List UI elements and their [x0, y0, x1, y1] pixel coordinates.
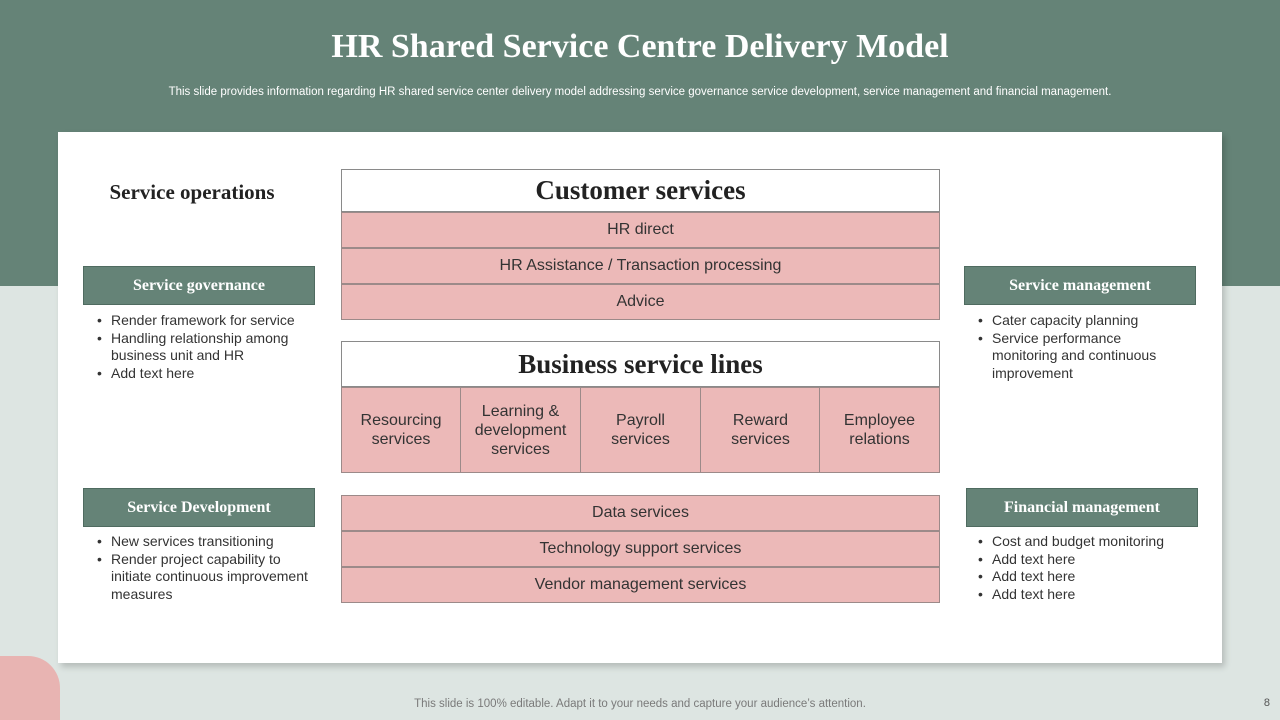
customer-services-title: Customer services — [341, 169, 940, 212]
page-subtitle: This slide provides information regardin… — [168, 86, 1112, 98]
support-services-row: Technology support services — [341, 531, 940, 567]
service-operations-title: Service operations — [109, 180, 275, 204]
list-item: Service performance monitoring and conti… — [973, 330, 1173, 383]
business-service-cell: Payroll services — [580, 387, 701, 473]
business-service-cell: Resourcing services — [341, 387, 461, 473]
business-service-lines-title: Business service lines — [341, 341, 940, 387]
list-item: Add text here — [973, 586, 1195, 604]
corner-decoration — [0, 656, 60, 720]
service-governance-bullets: Render framework for service Handling re… — [92, 312, 314, 382]
list-item: Handling relationship among business uni… — [92, 330, 314, 365]
business-service-cell: Learning & development services — [460, 387, 581, 473]
page-title: HR Shared Service Centre Delivery Model — [331, 28, 949, 65]
list-item: Render framework for service — [92, 312, 314, 330]
business-service-cell: Employee relations — [819, 387, 940, 473]
list-item: Add text here — [92, 365, 314, 383]
business-service-cell: Reward services — [700, 387, 821, 473]
financial-management-header: Financial management — [966, 488, 1198, 527]
financial-management-bullets: Cost and budget monitoring Add text here… — [973, 533, 1195, 603]
service-development-header: Service Development — [83, 488, 315, 527]
customer-services-row: Advice — [341, 284, 940, 320]
customer-services-row: HR Assistance / Transaction processing — [341, 248, 940, 284]
support-services-row: Data services — [341, 495, 940, 531]
list-item: Add text here — [973, 568, 1195, 586]
list-item: Cost and budget monitoring — [973, 533, 1195, 551]
list-item: Render project capability to initiate co… — [92, 551, 314, 604]
list-item: New services transitioning — [92, 533, 314, 551]
service-governance-header: Service governance — [83, 266, 315, 305]
service-development-bullets: New services transitioning Render projec… — [92, 533, 314, 603]
footer-note: This slide is 100% editable. Adapt it to… — [414, 698, 866, 710]
list-item: Cater capacity planning — [973, 312, 1173, 330]
service-management-header: Service management — [964, 266, 1196, 305]
service-management-bullets: Cater capacity planning Service performa… — [973, 312, 1173, 382]
support-services-row: Vendor management services — [341, 567, 940, 603]
page-number: 8 — [1263, 697, 1270, 709]
customer-services-row: HR direct — [341, 212, 940, 248]
list-item: Add text here — [973, 551, 1195, 569]
